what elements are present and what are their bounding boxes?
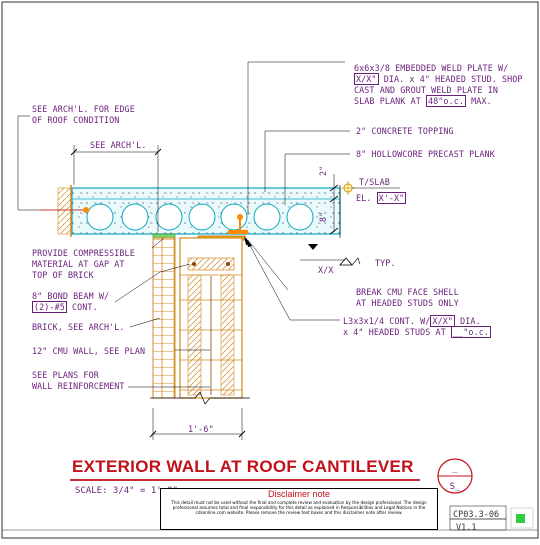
detail-scale: SCALE: 3/4" = 1'-0"	[75, 486, 178, 496]
note-edge-line1: SEE ARCH'L. FOR EDGE	[32, 104, 135, 114]
note-weld-plate-line1: 6x6x3/8 EMBEDDED WELD PLATE W/	[354, 63, 509, 73]
note-concrete-topping: 2" CONCRETE TOPPING	[356, 126, 454, 136]
note-weld-plate-line2: DIA. x 4" HEADED STUD. SHOP	[378, 74, 523, 84]
spacing-box: 48"o.c.	[426, 95, 466, 107]
note-comp-line2: MATERIAL AT GAP AT	[32, 259, 125, 269]
disclaimer-title: Disclaimer note	[267, 489, 331, 499]
weld-plate	[228, 230, 248, 234]
note-angle: L3x3x1/4 CONT. W/X/X" DIA. x 4" HEADED ST…	[343, 315, 491, 338]
note-angle-line1: L3x3x1/4 CONT. W/	[343, 316, 431, 326]
disclaimer-body: This detail must not be used without the…	[171, 500, 427, 515]
el-value-box: X'-X"	[376, 192, 407, 204]
note-angle-line2: x 4" HEADED STUDS AT	[343, 327, 451, 337]
note-brick: BRICK, SEE ARCH'L.	[32, 322, 125, 332]
dim-wall-width: 1'-6"	[188, 424, 214, 434]
note-weld-plate: 6x6x3/8 EMBEDDED WELD PLATE W/X/X" DIA. …	[354, 52, 523, 107]
elevation-label: EL. X'-X"	[356, 192, 407, 204]
note-weld-plate-line4: SLAB PLANK AT	[354, 96, 426, 106]
brick-veneer	[152, 237, 176, 399]
status-square	[516, 514, 525, 523]
leader-lines	[17, 61, 350, 388]
edge-of-roof	[57, 187, 72, 235]
detail-title: EXTERIOR WALL AT ROOF CANTILEVER	[72, 457, 414, 476]
note-bond-line1: 8" BOND BEAM W/	[32, 291, 110, 301]
slope-label: X/X	[318, 265, 334, 275]
note-hollowcore: 8" HOLLOWCORE PRECAST PLANK	[356, 149, 495, 159]
bond-beam	[187, 257, 235, 271]
typ-label: TYP.	[375, 258, 396, 268]
note-plans-line1: SEE PLANS FOR	[32, 370, 99, 380]
disclaimer-box: Disclaimer note This detail must not be …	[160, 488, 438, 530]
note-angle-dia: DIA.	[455, 316, 481, 326]
note-edge-line2: OF ROOF CONDITION	[32, 115, 120, 125]
note-bond-beam: 8" BOND BEAM W/(2)-#5 CONT.	[32, 291, 109, 313]
section-marker-top: _	[452, 464, 458, 474]
dim-see-archl: SEE ARCH'L.	[90, 140, 147, 150]
dim-2in: 2"	[318, 165, 328, 176]
note-bond-cont: CONT.	[66, 302, 98, 312]
dim-8in: 8"	[318, 211, 328, 222]
note-break-line2: AT HEADED STUDS ONLY	[356, 298, 459, 308]
compressible-material	[152, 233, 176, 239]
version-label: V1.1	[456, 523, 477, 533]
angle-spacing-box: __"o.c.	[451, 326, 491, 338]
tslab-label: T/SLAB	[359, 177, 390, 187]
sheet-number: CP03.3-06	[453, 510, 500, 520]
note-cmu-wall: 12" CMU WALL, SEE PLAN	[32, 346, 146, 356]
stud-dia-box: X/X"	[354, 73, 379, 85]
note-comp-line3: TOP OF BRICK	[32, 270, 94, 280]
note-weld-plate-max: MAX.	[466, 96, 492, 106]
note-comp-line1: PROVIDE COMPRESSIBLE	[32, 248, 135, 258]
angle-stud-dia-box: X/X"	[430, 315, 455, 327]
rebar-box: (2)-#5	[32, 301, 67, 313]
note-break-line1: BREAK CMU FACE SHELL	[356, 287, 459, 297]
note-weld-plate-line3: CAST AND GROUT WELD PLATE IN	[354, 85, 498, 95]
hollowcore-voids	[86, 203, 314, 231]
section-marker-bottom: S_	[449, 482, 461, 492]
el-prefix: EL.	[356, 193, 377, 203]
note-plans-line2: WALL REINFORCEMENT	[32, 381, 125, 391]
